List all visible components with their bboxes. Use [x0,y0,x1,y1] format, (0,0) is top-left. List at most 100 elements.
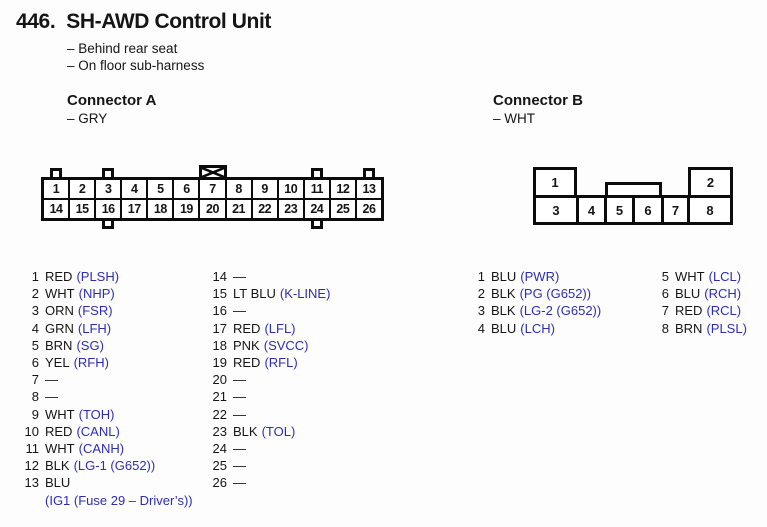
pin-row-8: 8— [24,388,193,405]
pin-number: 1 [31,269,39,284]
wire-color: LT BLU [233,286,276,302]
signal-name: (SG) [76,337,104,353]
wire-color: BRN [675,320,703,336]
pin-number: 21 [212,389,227,405]
signal-name: (LCH) [520,320,555,336]
pin-number: 15 [212,286,227,302]
signal-name: (TOL) [261,423,296,439]
wire-color: — [233,475,246,491]
pin-row-26: 26 — [197,474,330,491]
wire-color: RED [45,423,73,439]
signal-name: (RFH) [73,355,109,371]
connector-b-pin-cell-7: 7 [664,198,687,222]
wire-color: ORN [45,303,74,319]
signal-name: (LG-1 (G652)) [73,458,156,474]
signal-name: (PLSL) [706,320,747,336]
wire-color: BLK [491,286,516,302]
wire-color: RED [233,355,261,371]
wire-color: YEL [45,355,70,371]
pin-number: 6 [661,286,669,302]
pin-number: 7 [31,372,39,388]
pin-number: 5 [31,337,39,353]
wire-color: — [233,303,246,319]
section-number: 446. [16,10,56,33]
signal-name: (TOH) [78,406,115,422]
signal-name: (PWR) [520,269,560,284]
wire-color: WHT [45,406,75,422]
wire-color: WHT [45,286,75,302]
pin-number: 7 [661,303,669,319]
pin-number: 11 [25,441,40,457]
signal-name: (LCL) [708,269,742,284]
pin-number: 3 [31,303,39,319]
pin-row-2: 2 BLK(PG (G652)) [470,285,601,302]
signal-name: (RFL) [264,355,298,371]
wire-color: — [233,406,246,422]
pin-number: 14 [212,269,227,284]
pin-number: 10 [24,423,39,439]
pin-row-22: 22 — [197,406,330,423]
wire-color: BRN [45,337,73,353]
pin-number: 2 [31,286,39,302]
pin-number: 25 [212,458,227,474]
pin-number: 4 [477,320,485,336]
pin-number: 2 [477,286,485,302]
connector-a-pin-cell-13: 13 [356,180,381,198]
wire-color: RED [675,303,703,319]
connector-a-heading: Connector A [67,92,157,109]
connector-a-pin-cell-2: 2 [70,180,95,198]
signal-name: (CANH) [78,441,125,457]
connector-a-pin-cell-12: 12 [330,180,355,198]
pin-number: 12 [24,458,39,474]
location-note-1: – Behind rear seat [67,41,178,56]
connector-a-pin-cell-8: 8 [226,180,251,198]
connector-a-pin-cell-21: 21 [226,200,251,218]
wire-color: — [233,441,246,457]
pin-row-7: 7— [24,371,193,388]
wire-color: BLK [45,458,70,474]
pin-number: 23 [212,423,227,439]
wire-color: BLU [491,320,517,336]
connector-b-heading: Connector B [493,92,583,109]
pin-number: 9 [31,406,39,422]
pin-row-14: 14— [197,268,330,285]
pin-number: 22 [212,406,227,422]
pin-number: 1 [477,269,485,284]
connector-b-pin-cell-6: 6 [635,198,661,222]
wire-color: RED [233,320,261,336]
connector-a-pin-cell-22: 22 [252,200,277,218]
connector-a-pin-cell-18: 18 [148,200,173,218]
connector-b-color-note: – WHT [493,111,535,126]
wire-color: BLU [491,269,517,284]
connector-a-pin-cell-1: 1 [44,180,69,198]
connector-a-pin-cell-14: 14 [44,200,69,218]
connector-a-pin-cell-15: 15 [70,200,95,218]
connector-b-pin-cell-8: 8 [690,198,730,222]
connector-b-pin-cell-3: 3 [536,198,576,222]
connector-a-pin-cell-6: 6 [174,180,199,198]
signal-name: (PG (G652)) [519,286,592,302]
connector-a-pin-cell-26: 26 [356,200,381,218]
pin-number: 26 [212,475,227,491]
signal-name-continued: (IG1 (Fuse 29 – Driver’s)) [45,492,193,508]
page-title-row: 446. SH-AWD Control Unit [16,10,271,34]
pin-row-1: 1 BLU(PWR) [470,268,601,285]
pin-row-5: 5 BRN(SG) [24,337,193,354]
pin-row-20: 20— [197,371,330,388]
pin-row-9: 9 WHT(TOH) [24,406,193,423]
